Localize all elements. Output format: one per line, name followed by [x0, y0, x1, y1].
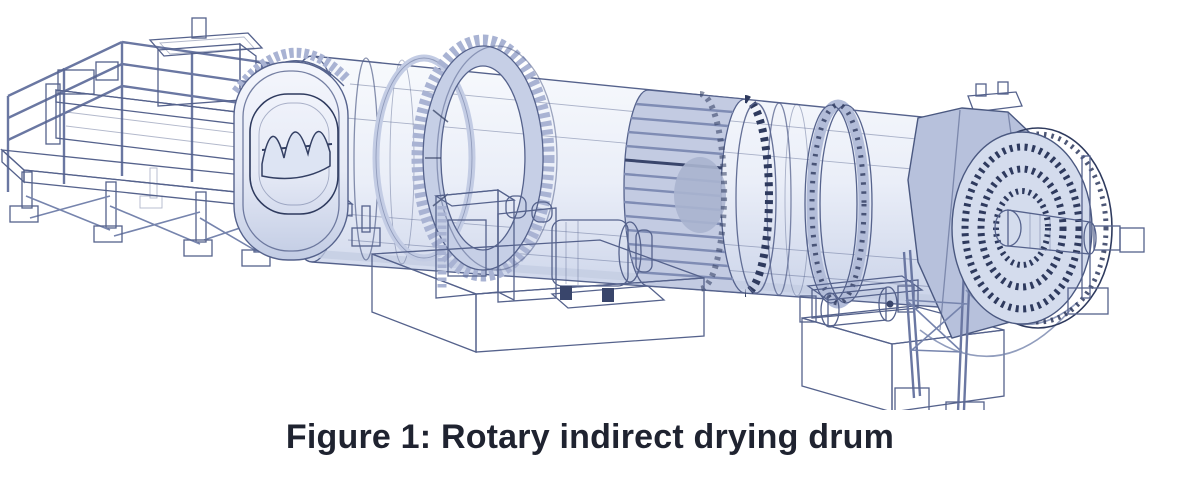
figure-caption: Figure 1: Rotary indirect drying drum [285, 418, 895, 456]
frame-foot [945, 401, 985, 410]
post-foot [1067, 287, 1109, 315]
inlet-cutaway [249, 93, 339, 215]
drive-unit [371, 188, 705, 353]
outboard-bearing [1119, 227, 1145, 253]
frame-foot [894, 387, 930, 410]
tube-sheet-blank [674, 157, 726, 233]
heating-tubes-cutaway [623, 89, 777, 297]
screw-flight [261, 130, 331, 180]
drum-inlet [232, 47, 352, 261]
tube-sheet [951, 131, 1093, 325]
rotary-drum-illustration [0, 17, 1145, 410]
inlet-gear-ring [232, 47, 352, 96]
discharge-header [951, 127, 1145, 329]
feeder-drive [57, 69, 95, 95]
drive-motor [551, 219, 629, 287]
